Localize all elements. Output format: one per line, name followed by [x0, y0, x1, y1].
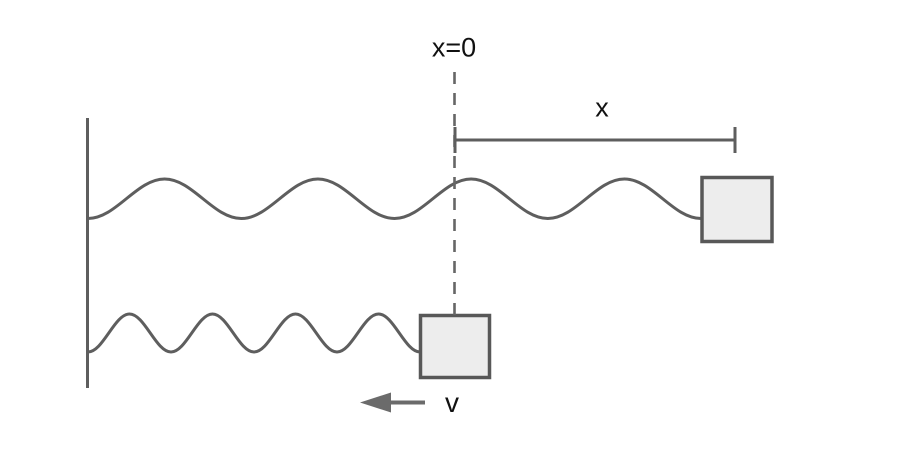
upper-spring [87, 177, 702, 221]
displacement-label: x [595, 92, 609, 123]
arrow-left-icon [360, 392, 391, 413]
displacement-measure [453, 127, 737, 153]
origin-label: x=0 [431, 32, 477, 63]
lower-spring [87, 312, 421, 354]
velocity-arrow [360, 392, 425, 413]
velocity-label: v [445, 387, 459, 418]
lower-mass-box [418, 313, 492, 380]
upper-mass-box [700, 175, 774, 244]
